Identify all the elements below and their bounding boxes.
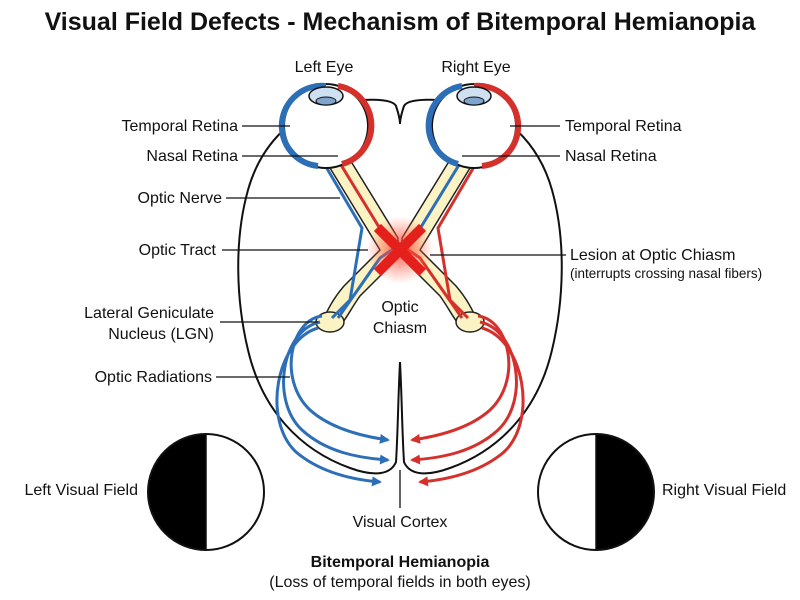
visual-cortex-label: Visual Cortex [353, 514, 448, 531]
lesion-note: (interrupts crossing nasal fibers) [570, 266, 762, 281]
right-leader-lines [430, 125, 566, 256]
right-radiation-1 [410, 314, 511, 444]
optic-radiations-label: Optic Radiations [95, 369, 212, 386]
left-radiation-1 [289, 314, 390, 444]
nasal-retina-left-label: Nasal Retina [146, 148, 238, 165]
nasal-retina-right-label: Nasal Retina [565, 148, 657, 165]
right-visual-field [537, 433, 655, 551]
left-radiation-2 [282, 320, 390, 465]
right-radiation-3 [418, 326, 525, 487]
optic-nerve-label: Optic Nerve [138, 190, 223, 207]
left-leader-lines [216, 125, 368, 378]
lgn-label-line2: Nucleus (LGN) [108, 326, 214, 343]
temporal-retina-right-label: Temporal Retina [565, 118, 682, 135]
lgn-label-line1: Lateral Geniculate [84, 305, 214, 322]
right-eye-label: Right Eye [441, 59, 510, 76]
right-temporal-fiber [436, 159, 480, 320]
left-radiation-3 [275, 326, 382, 487]
chiasm-label-line1: Optic [381, 299, 418, 316]
chiasm-label-line2: Chiasm [373, 320, 427, 337]
lesion-label: Lesion at Optic Chiasm [570, 247, 735, 264]
right-visual-field-label: Right Visual Field [662, 482, 786, 499]
left-eye-label: Left Eye [295, 59, 354, 76]
caption-title: Bitemporal Hemianopia [311, 554, 490, 571]
left-eye [278, 82, 375, 169]
caption-subtitle: (Loss of temporal fields in both eyes) [269, 574, 530, 591]
left-visual-field-label: Left Visual Field [24, 482, 138, 499]
left-visual-field [147, 433, 265, 551]
temporal-retina-left-label: Temporal Retina [122, 118, 239, 135]
right-radiation-2 [410, 320, 518, 465]
left-temporal-fiber [320, 159, 364, 320]
optic-tract-label: Optic Tract [139, 242, 217, 259]
page-title: Visual Field Defects - Mechanism of Bite… [45, 8, 757, 36]
lesion-x-mark [373, 223, 427, 277]
